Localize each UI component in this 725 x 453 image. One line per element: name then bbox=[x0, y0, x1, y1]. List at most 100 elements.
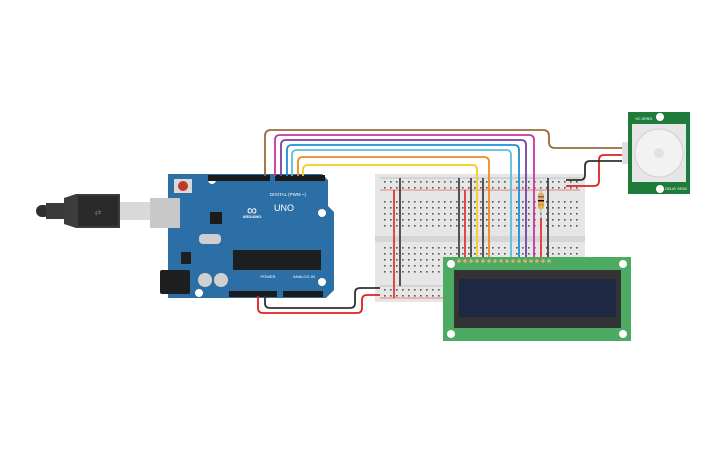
breadboard-hole bbox=[432, 265, 434, 267]
breadboard-hole bbox=[504, 207, 506, 209]
lcd-display bbox=[443, 257, 631, 341]
breadboard-hole bbox=[468, 219, 470, 221]
pir-label-top: HC-SR501 bbox=[636, 117, 653, 121]
breadboard-hole bbox=[546, 219, 548, 221]
breadboard-hole bbox=[552, 187, 554, 189]
power-wires bbox=[257, 154, 624, 314]
breadboard-hole bbox=[576, 187, 578, 189]
breadboard-hole bbox=[462, 181, 464, 183]
breadboard-hole bbox=[576, 181, 578, 183]
breadboard-hole bbox=[420, 265, 422, 267]
breadboard-hole bbox=[546, 201, 548, 203]
breadboard-hole bbox=[384, 219, 386, 221]
breadboard-hole bbox=[462, 253, 464, 255]
breadboard-hole bbox=[420, 253, 422, 255]
breadboard-hole bbox=[516, 201, 518, 203]
breadboard-hole bbox=[498, 253, 500, 255]
breadboard-hole bbox=[516, 225, 518, 227]
breadboard-hole bbox=[384, 259, 386, 261]
breadboard-hole bbox=[570, 207, 572, 209]
breadboard-hole bbox=[474, 201, 476, 203]
breadboard-hole bbox=[390, 213, 392, 215]
breadboard-hole bbox=[390, 271, 392, 273]
breadboard-hole bbox=[546, 187, 548, 189]
breadboard-hole bbox=[414, 289, 416, 291]
breadboard-hole bbox=[390, 253, 392, 255]
breadboard-hole bbox=[474, 253, 476, 255]
breadboard-hole bbox=[546, 181, 548, 183]
breadboard-hole bbox=[408, 271, 410, 273]
lcd-screen bbox=[459, 279, 616, 317]
breadboard-hole bbox=[570, 253, 572, 255]
lcd-pin bbox=[511, 259, 515, 263]
breadboard-hole bbox=[462, 225, 464, 227]
breadboard-hole bbox=[498, 181, 500, 183]
wire-cyan bbox=[291, 149, 512, 258]
breadboard-hole bbox=[402, 181, 404, 183]
breadboard-hole bbox=[420, 219, 422, 221]
breadboard-hole bbox=[528, 247, 530, 249]
breadboard-hole bbox=[564, 181, 566, 183]
breadboard-hole bbox=[498, 187, 500, 189]
breadboard-hole bbox=[450, 247, 452, 249]
power-header-label: POWER bbox=[260, 274, 275, 279]
breadboard-hole bbox=[420, 271, 422, 273]
breadboard-hole bbox=[570, 181, 572, 183]
breadboard-hole bbox=[390, 289, 392, 291]
wire-pir-gnd-black bbox=[566, 160, 624, 181]
breadboard-hole bbox=[450, 207, 452, 209]
breadboard-hole bbox=[528, 207, 530, 209]
breadboard-hole bbox=[528, 225, 530, 227]
breadboard-hole bbox=[414, 187, 416, 189]
breadboard-hole bbox=[396, 219, 398, 221]
wire-pir-vcc-red bbox=[566, 154, 624, 187]
breadboard-hole bbox=[528, 213, 530, 215]
breadboard-hole bbox=[420, 289, 422, 291]
breadboard-hole bbox=[432, 253, 434, 255]
breadboard-hole bbox=[420, 247, 422, 249]
breadboard-hole bbox=[522, 181, 524, 183]
analog-header-label: ANALOG IN bbox=[293, 274, 315, 279]
breadboard-hole bbox=[390, 201, 392, 203]
breadboard-hole bbox=[402, 225, 404, 227]
breadboard-hole bbox=[558, 181, 560, 183]
breadboard-hole bbox=[522, 247, 524, 249]
breadboard-hole bbox=[486, 207, 488, 209]
breadboard-hole bbox=[426, 181, 428, 183]
breadboard-hole bbox=[462, 213, 464, 215]
breadboard-hole bbox=[528, 219, 530, 221]
breadboard-hole bbox=[492, 207, 494, 209]
breadboard-hole bbox=[432, 259, 434, 261]
breadboard-hole bbox=[432, 201, 434, 203]
digital-header-label: DIGITAL (PWM ~) bbox=[270, 192, 307, 197]
pir-sensor: HC-SR501 DELAY SENS bbox=[622, 112, 690, 194]
breadboard-hole bbox=[420, 181, 422, 183]
breadboard-hole bbox=[480, 181, 482, 183]
breadboard-hole bbox=[462, 187, 464, 189]
breadboard-hole bbox=[480, 247, 482, 249]
breadboard-hole bbox=[456, 207, 458, 209]
breadboard-hole bbox=[522, 253, 524, 255]
breadboard-hole bbox=[546, 253, 548, 255]
breadboard-hole bbox=[450, 187, 452, 189]
breadboard-hole bbox=[408, 247, 410, 249]
breadboard-hole bbox=[474, 247, 476, 249]
breadboard-hole bbox=[402, 295, 404, 297]
breadboard-hole bbox=[504, 219, 506, 221]
breadboard-hole bbox=[492, 187, 494, 189]
breadboard-hole bbox=[438, 207, 440, 209]
breadboard-hole bbox=[456, 247, 458, 249]
breadboard-hole bbox=[576, 207, 578, 209]
lcd-pin bbox=[469, 259, 473, 263]
breadboard-hole bbox=[438, 259, 440, 261]
breadboard-hole bbox=[492, 201, 494, 203]
resistor bbox=[538, 190, 544, 218]
breadboard-hole bbox=[456, 181, 458, 183]
reset-button[interactable] bbox=[178, 181, 188, 191]
breadboard-hole bbox=[528, 201, 530, 203]
breadboard-hole bbox=[552, 219, 554, 221]
breadboard-hole bbox=[528, 187, 530, 189]
breadboard-hole bbox=[504, 253, 506, 255]
breadboard-hole bbox=[576, 247, 578, 249]
lcd-pin bbox=[475, 259, 479, 263]
